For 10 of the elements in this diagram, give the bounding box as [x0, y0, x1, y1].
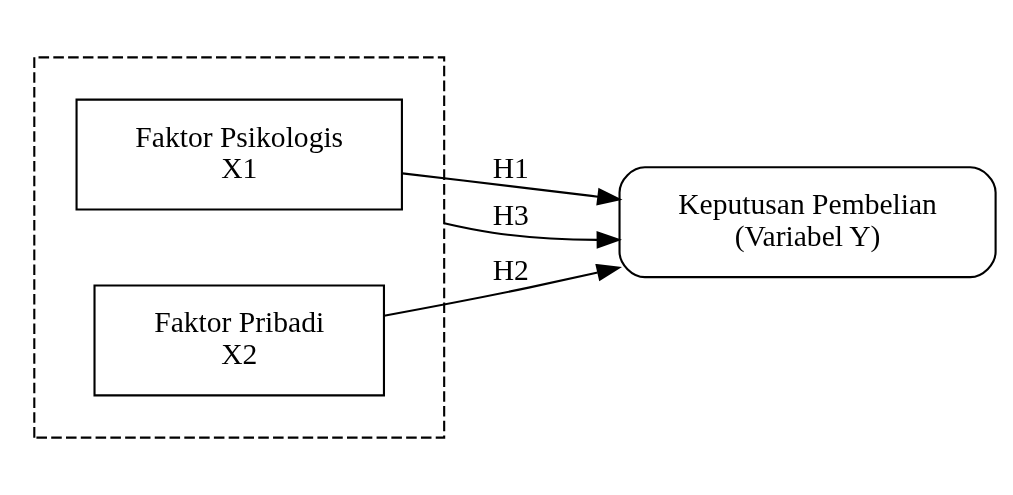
edge-label: H1 [492, 152, 529, 185]
arrow [443, 222, 622, 249]
edge-label: H3 [492, 198, 529, 231]
edge-label: H2 [492, 253, 529, 286]
arrow [383, 263, 622, 317]
node-box: Faktor Pribadi X2 [93, 284, 385, 397]
node-box: Faktor Psikologis X1 [75, 98, 403, 211]
arrow [402, 172, 623, 206]
node-box: Keputusan Pembelian (Variabel Y) [618, 166, 997, 279]
cluster [33, 56, 446, 439]
